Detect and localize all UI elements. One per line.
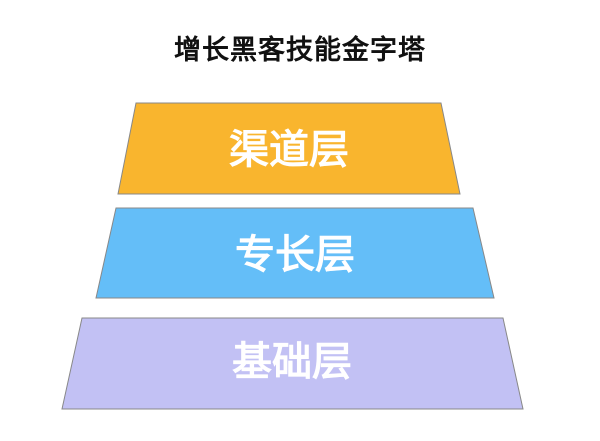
diagram-title: 增长黑客技能金字塔 (174, 35, 426, 66)
layer-expertise: 专长层 (95, 207, 495, 299)
layer-foundation-label: 基础层 (232, 339, 352, 385)
layer-channel: 渠道层 (117, 102, 461, 195)
layer-expertise-label: 专长层 (235, 232, 355, 278)
layer-channel-shape (117, 102, 461, 195)
layer-expertise-shape (95, 207, 495, 299)
layer-channel-label: 渠道层 (229, 127, 349, 173)
layer-foundation-shape (61, 317, 524, 410)
layer-foundation: 基础层 (61, 317, 524, 410)
